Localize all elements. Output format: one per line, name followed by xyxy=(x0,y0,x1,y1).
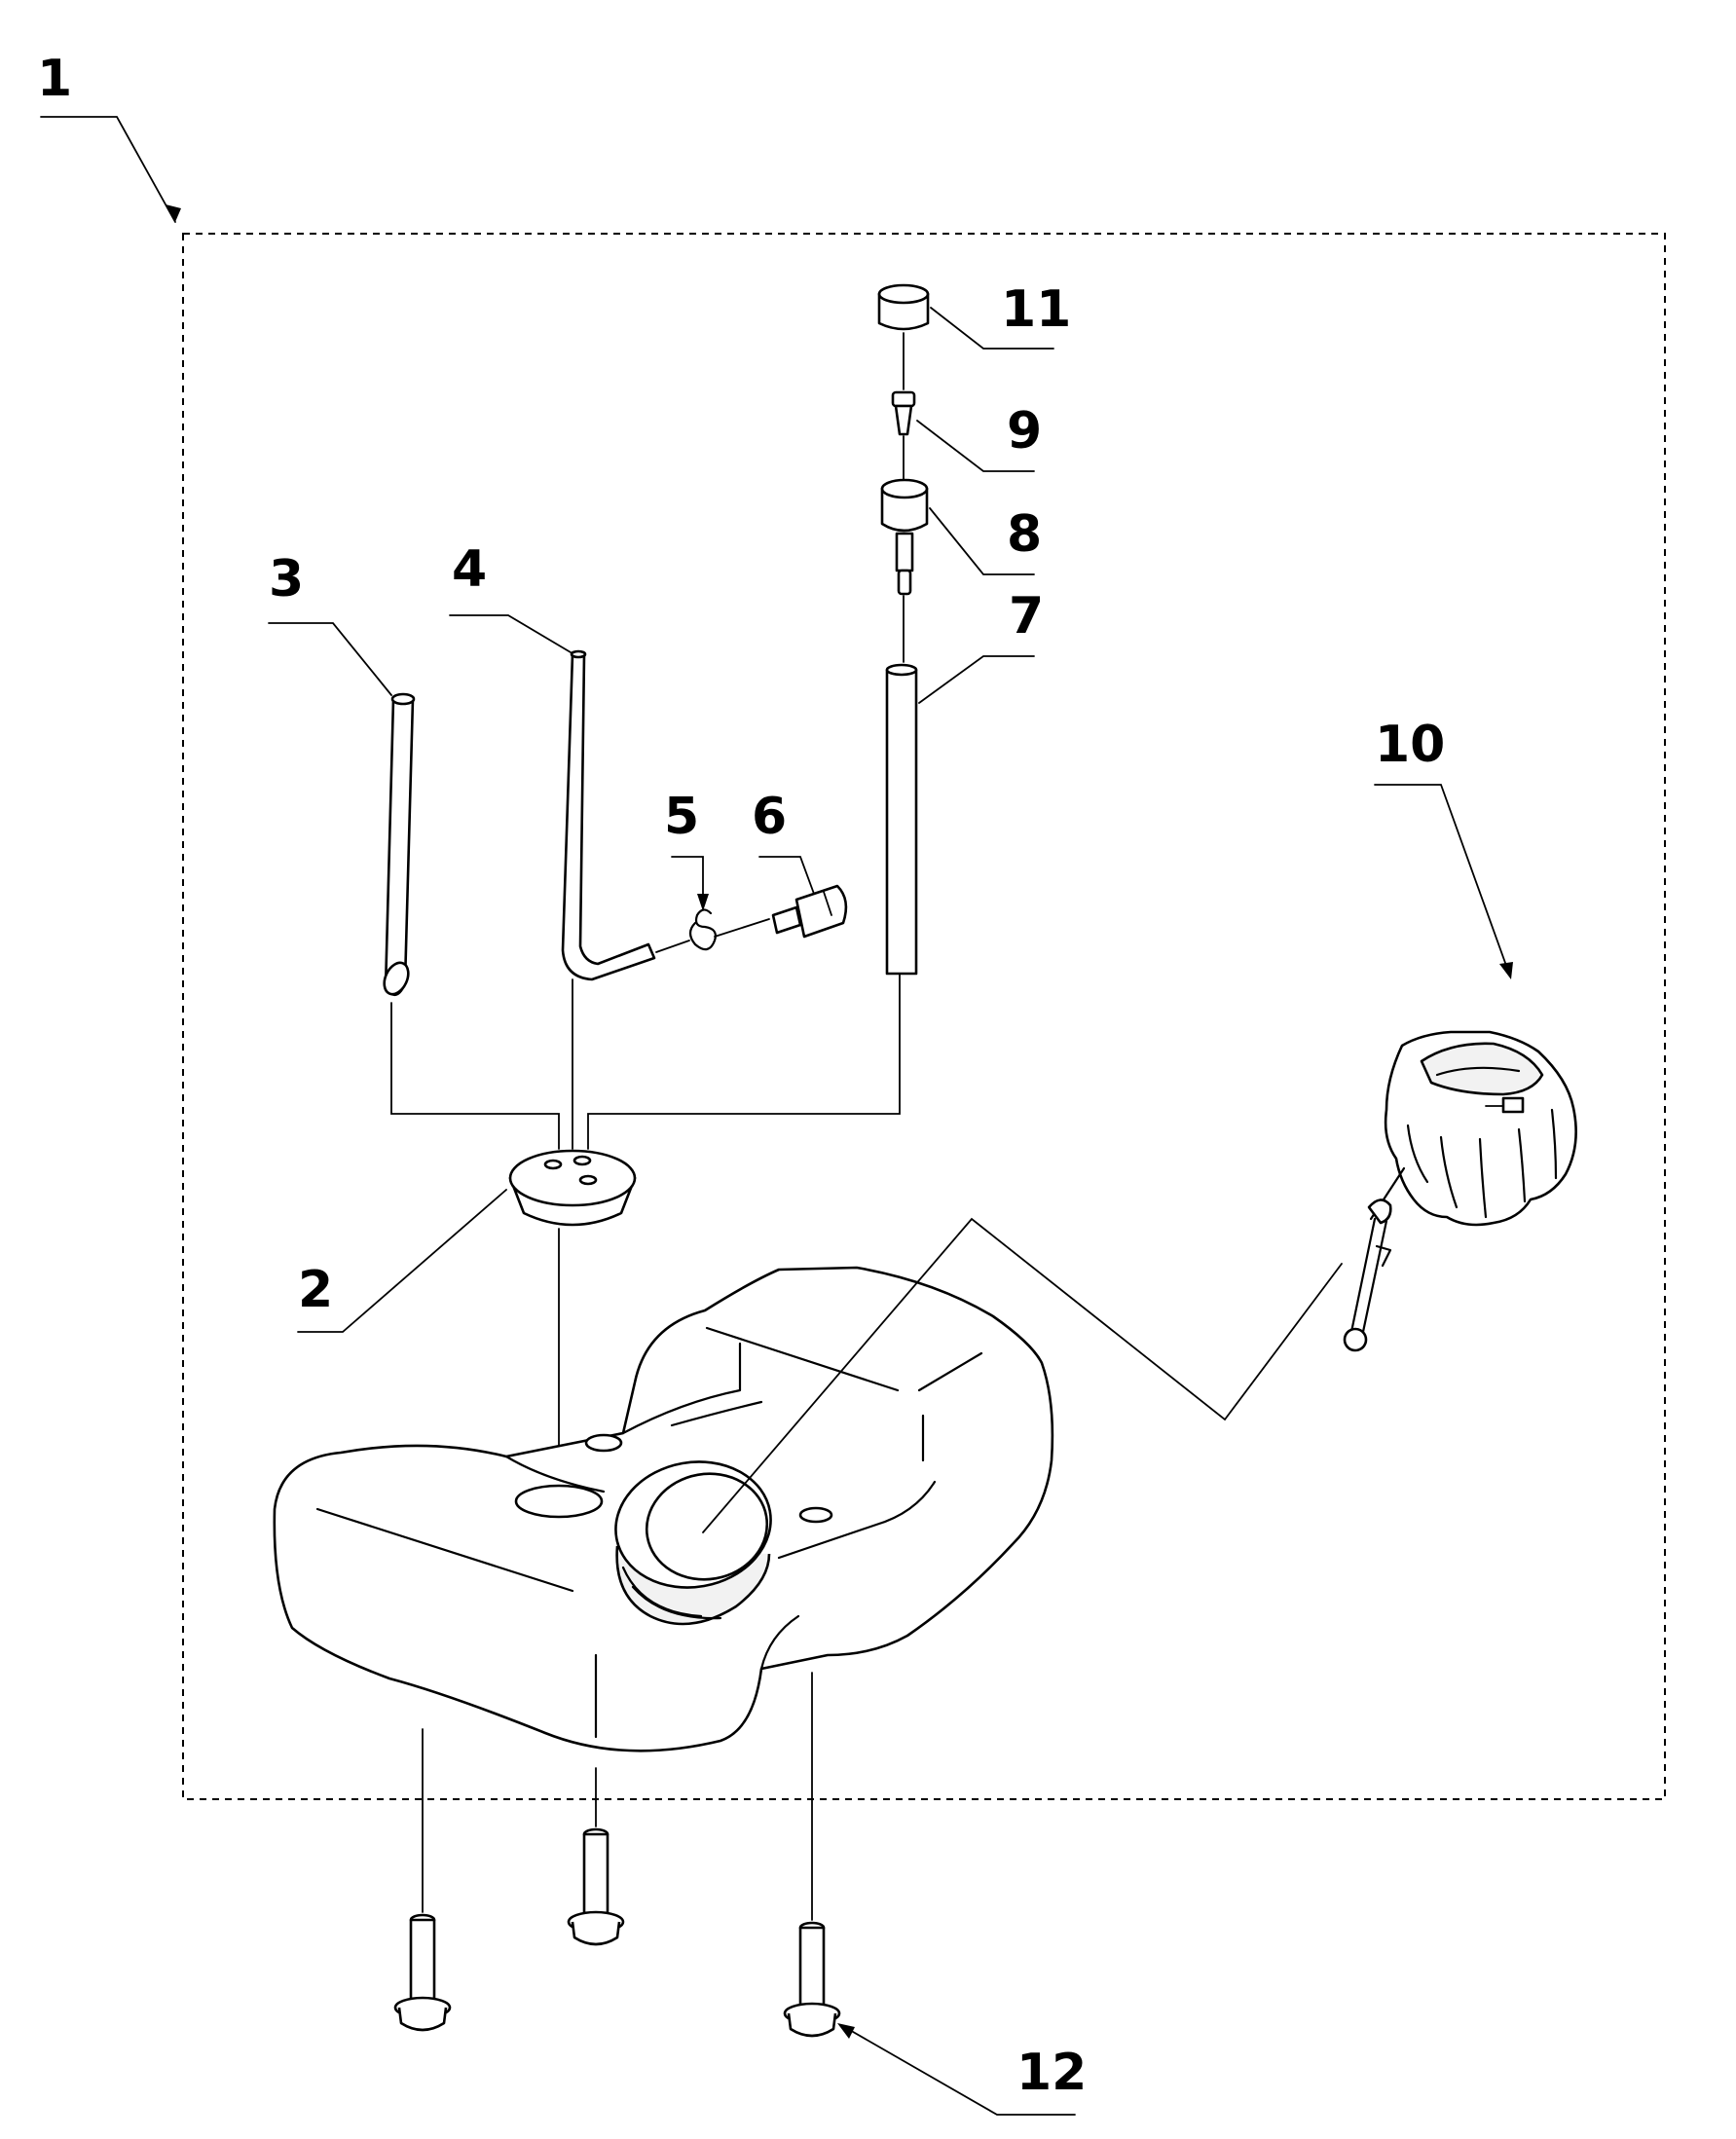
part-9-valve xyxy=(891,390,916,436)
callout-8-number: 8 xyxy=(1007,505,1042,564)
part-8-filter-body xyxy=(880,478,929,596)
callout-4[interactable]: 4 xyxy=(449,540,572,653)
callout-8[interactable]: 8 xyxy=(929,505,1042,575)
callout-12-number: 12 xyxy=(1016,2044,1087,2102)
part-12-bolt-right xyxy=(783,1921,841,2038)
callout-2-number: 2 xyxy=(298,1261,333,1319)
part-11-cap xyxy=(877,283,930,331)
callout-2[interactable]: 2 xyxy=(297,1189,507,1333)
part-5-clip xyxy=(688,908,770,951)
callout-1[interactable]: 1 xyxy=(37,50,181,223)
callout-7-number: 7 xyxy=(1009,587,1044,645)
callout-1-number: 1 xyxy=(37,50,72,108)
callout-6[interactable]: 6 xyxy=(752,788,815,895)
fuel-tank xyxy=(273,1266,1054,1752)
callout-7[interactable]: 7 xyxy=(918,587,1044,704)
callout-3[interactable]: 3 xyxy=(268,550,392,696)
part-12-bolt-left xyxy=(393,1913,452,2032)
part-10-fuel-cap xyxy=(1343,1030,1577,1352)
callout-3-number: 3 xyxy=(269,550,304,609)
part-12-bolt-middle xyxy=(567,1827,625,1946)
callout-10-number: 10 xyxy=(1375,716,1445,774)
callout-11-number: 11 xyxy=(1001,280,1071,339)
part-6-fuel-filter xyxy=(771,884,848,939)
callout-5-number: 5 xyxy=(664,788,699,846)
callout-4-number: 4 xyxy=(452,540,487,599)
part-4-fuel-line xyxy=(561,649,656,981)
callout-11[interactable]: 11 xyxy=(930,280,1071,350)
callout-9[interactable]: 9 xyxy=(916,402,1042,472)
callout-5[interactable]: 5 xyxy=(664,788,709,911)
assembly-boundary xyxy=(182,233,1666,1800)
callout-12[interactable]: 12 xyxy=(837,2023,1087,2116)
part-7-hose xyxy=(885,663,918,976)
filler-neck xyxy=(614,1460,772,1626)
callout-6-number: 6 xyxy=(752,788,787,846)
callout-9-number: 9 xyxy=(1007,402,1042,461)
callout-10[interactable]: 10 xyxy=(1374,716,1513,979)
part-2-grommet xyxy=(508,1149,637,1227)
part-3-hose xyxy=(383,692,416,997)
